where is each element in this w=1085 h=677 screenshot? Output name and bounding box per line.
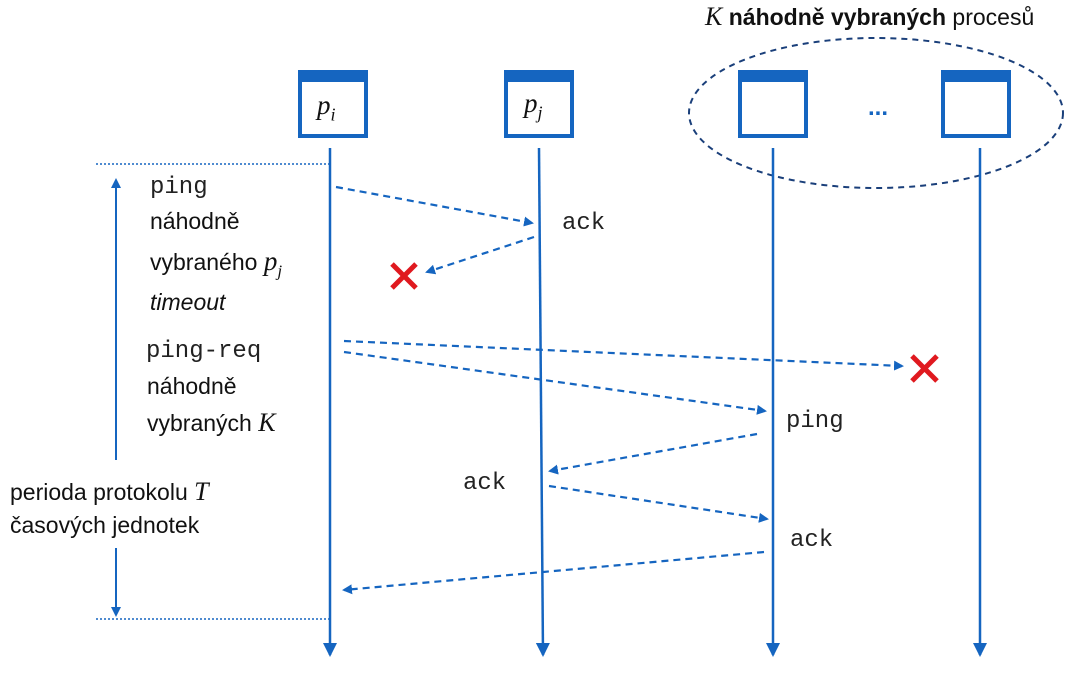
random-group-ellipse: [688, 37, 1064, 189]
step-random-line1: náhodně: [150, 208, 240, 234]
msg-ping-req-to-k1: [343, 350, 767, 415]
step-random-k-line2: vybraných K: [147, 408, 276, 437]
msg-ping-pi-to-pj: [335, 185, 534, 227]
process-window-kn: [941, 70, 1011, 138]
failure-cross-icon: [390, 262, 418, 290]
process-window-pj: [504, 70, 574, 138]
period-line2: časových jednotek: [10, 512, 200, 538]
msg-label-ping2: ping: [786, 408, 844, 435]
step-random-k-line1: náhodně: [147, 373, 237, 399]
msg-label-ack3: ack: [790, 527, 834, 554]
step-ping-label: ping: [150, 174, 208, 201]
step-ping-req-label: ping-req: [146, 338, 262, 365]
msg-ping-k1-to-pj: [548, 432, 758, 475]
step-random-line2: vybraného pj: [150, 246, 283, 281]
process-window-pi: [298, 70, 368, 138]
process-label-pi: pi: [317, 90, 336, 125]
k-symbol: K: [705, 2, 723, 31]
msg-label-ack2: ack: [463, 470, 507, 497]
group-title-bold: náhodně vybraných: [728, 4, 947, 30]
group-title: K náhodně vybraných procesů: [705, 2, 1034, 32]
failure-cross-icon: [910, 354, 939, 383]
process-window-k1: [738, 70, 808, 138]
process-ellipsis: ...: [868, 94, 889, 121]
step-timeout: timeout: [150, 289, 226, 315]
process-label-pj: pj: [524, 88, 543, 123]
msg-ack-pj-to-k1: [548, 484, 769, 523]
lifeline-pj: [535, 147, 550, 657]
period-line1: perioda protokolu T: [10, 477, 209, 506]
msg-ack-lost: [425, 235, 535, 275]
msg-ack-k1-to-pi: [342, 550, 765, 595]
msg-label-ack1: ack: [562, 210, 606, 237]
group-title-suffix: procesů: [952, 4, 1035, 30]
msg-ping-req-to-kn: [343, 339, 904, 371]
